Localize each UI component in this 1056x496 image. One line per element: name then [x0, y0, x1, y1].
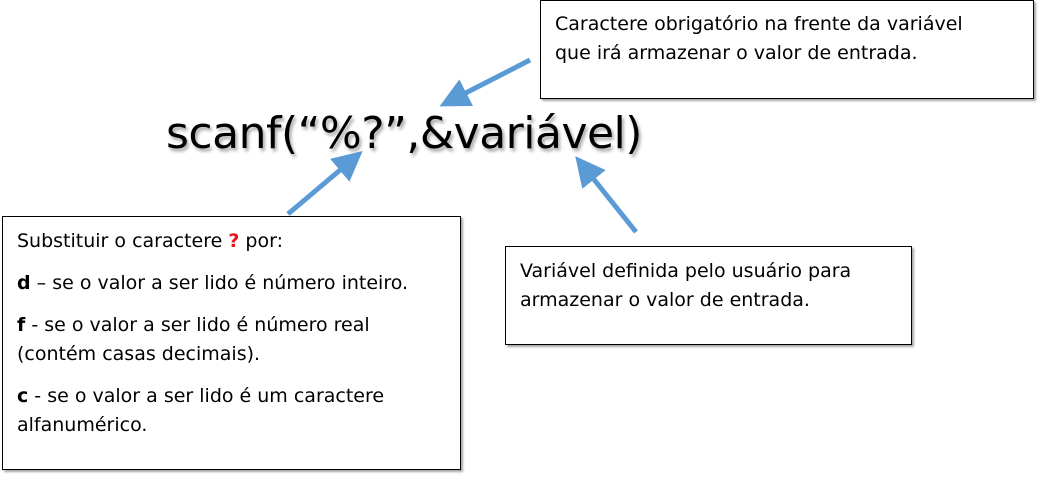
question-mark: ?: [228, 230, 240, 252]
specifier-c-text-1: - se o valor a ser lido é um caractere: [28, 385, 385, 407]
arrow-to-format-specifier: [286, 150, 363, 216]
specifier-d: d – se o valor a ser lido é número intei…: [17, 269, 452, 298]
callout-ampersand-line-2: que irá armazenar o valor de entrada.: [555, 42, 918, 64]
specifier-f-key: f: [17, 314, 26, 336]
callout-ampersand: Caractere obrigatório na frente da variá…: [540, 0, 1034, 99]
specifier-intro-b: por:: [239, 230, 283, 252]
specifier-c-text-2: alfanumérico.: [17, 414, 148, 436]
specifier-c-key: c: [17, 385, 29, 407]
specifier-intro-a: Substituir o caractere: [17, 230, 229, 252]
arrow-to-ampersand: [439, 57, 532, 107]
specifier-f: f - se o valor a ser lido é número real (…: [17, 311, 452, 369]
callout-ampersand-line-1: Caractere obrigatório na frente da variá…: [555, 13, 963, 35]
callout-variable-line-1: Variável definida pelo usuário para: [520, 260, 852, 282]
specifier-c: c - se o valor a ser lido é um caractere…: [17, 382, 452, 440]
callout-variable-line-2: armazenar o valor de entrada.: [520, 289, 810, 311]
specifier-d-text: – se o valor a ser lido é número inteiro…: [30, 272, 409, 294]
specifier-d-key: d: [17, 272, 31, 294]
callout-variable: Variável definida pelo usuário para arma…: [505, 246, 912, 345]
specifier-f-text-2: (contém casas decimais).: [17, 343, 261, 365]
specifier-intro: Substituir o caractere ? por:: [17, 227, 452, 256]
callout-format-specifier: Substituir o caractere ? por: d – se o v…: [2, 216, 461, 470]
scanf-expression: scanf(“%?”,&variável): [166, 108, 642, 159]
specifier-f-text-1: - se o valor a ser lido é número real: [25, 314, 370, 336]
arrow-to-variable: [575, 156, 638, 234]
